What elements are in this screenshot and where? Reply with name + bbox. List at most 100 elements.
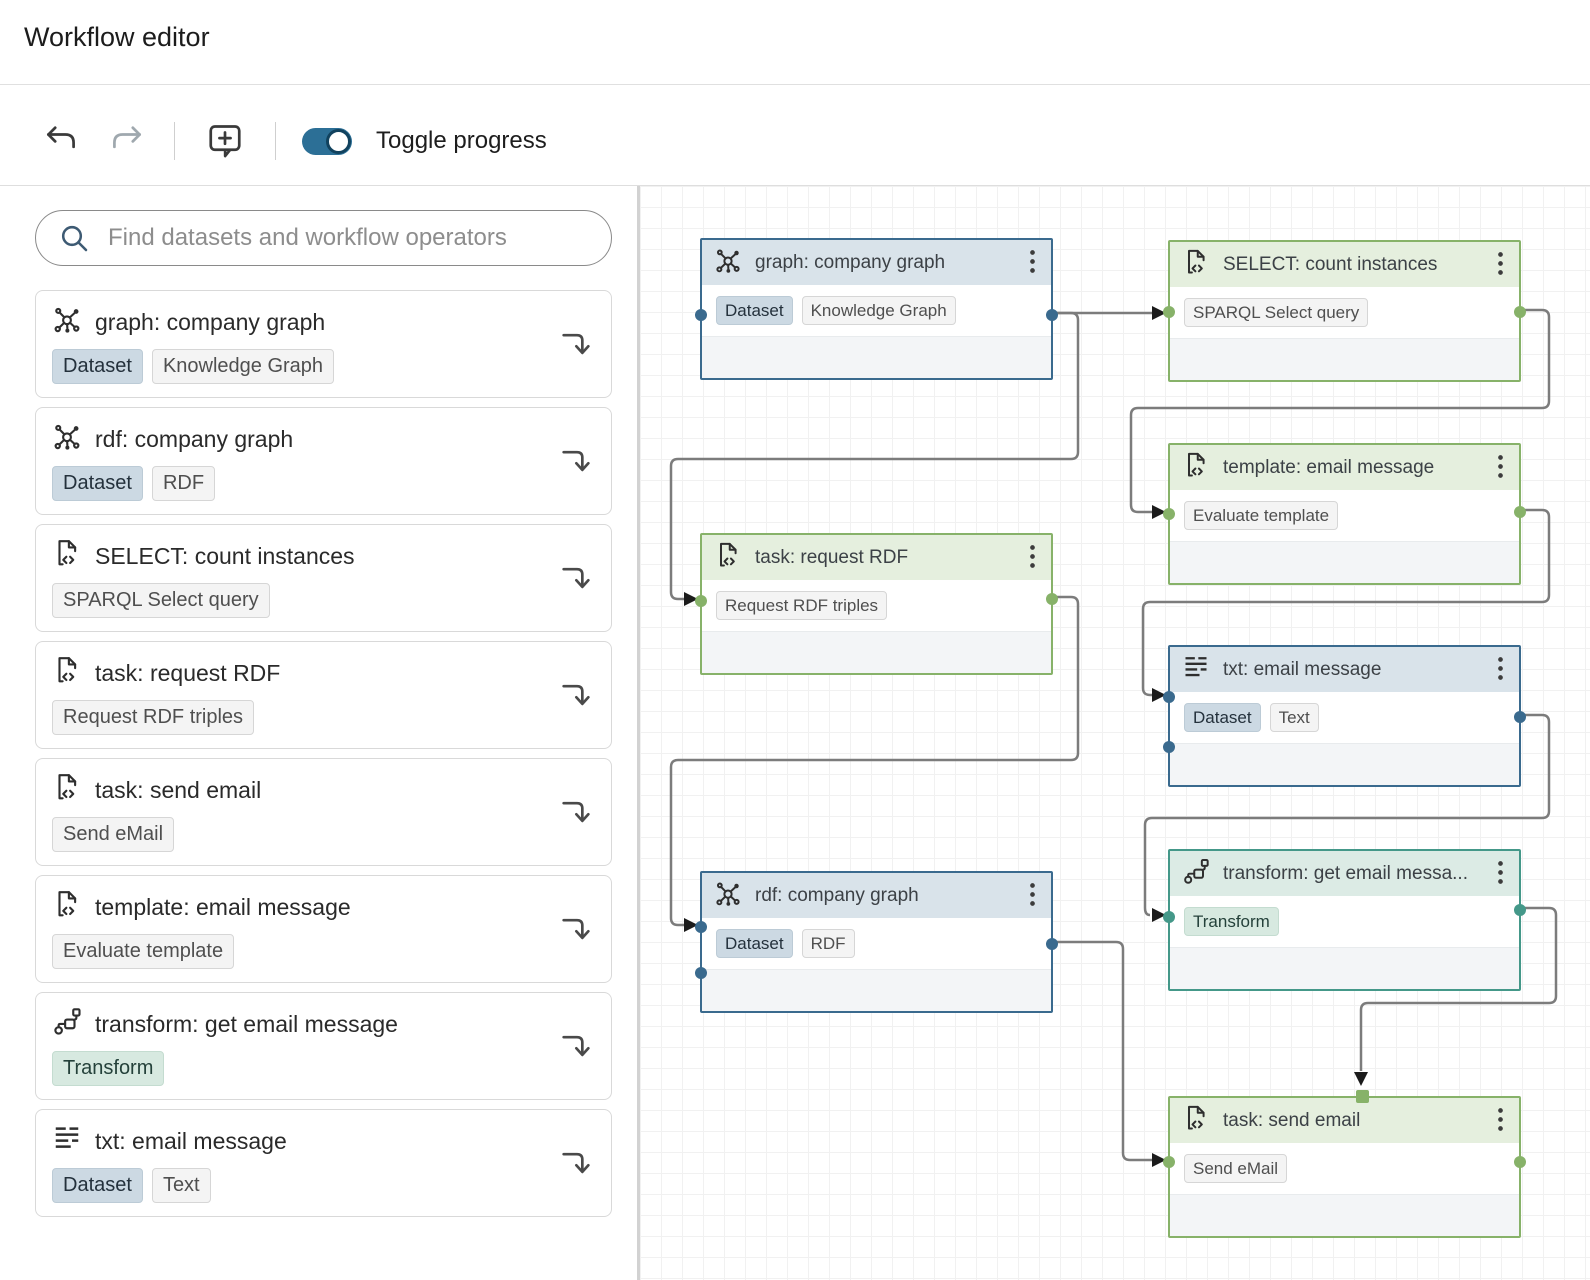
node-menu-button[interactable] [1494, 1104, 1507, 1138]
node-menu-button[interactable] [1494, 857, 1507, 891]
edge-arrowhead [1152, 1153, 1166, 1167]
workflow-node-task_request_rdf[interactable]: task: request RDF Request RDF triples [695, 533, 1058, 675]
input-port[interactable] [695, 595, 707, 607]
workflow-node-task_send_email[interactable]: task: send email Send eMail [1163, 1090, 1526, 1238]
add-to-canvas-button[interactable] [555, 674, 595, 717]
add-to-canvas-button[interactable] [555, 323, 595, 366]
output-port[interactable] [1514, 1156, 1526, 1168]
edge-graph_company_graph-to-task_request_rdf[interactable] [669, 311, 1080, 601]
add-to-canvas-button[interactable] [555, 440, 595, 483]
input-port[interactable] [1163, 691, 1175, 703]
node-tag: Transform [1184, 906, 1279, 937]
node-menu-button[interactable] [1026, 246, 1039, 280]
input-port[interactable] [695, 967, 707, 979]
operator-card[interactable]: transform: get email message Transform [35, 992, 612, 1100]
operator-card[interactable]: template: email message Evaluate templat… [35, 875, 612, 983]
add-to-canvas-button[interactable] [555, 791, 595, 834]
node-menu-button[interactable] [1494, 248, 1507, 282]
operator-card-title: task: request RDF [95, 659, 281, 686]
operator-card-title: graph: company graph [95, 308, 326, 335]
edge-transform_get_email_message-to-task_send_email_top_port[interactable] [1359, 906, 1558, 1071]
operator-card[interactable]: task: request RDF Request RDF triples [35, 641, 612, 749]
output-port[interactable] [1046, 309, 1058, 321]
node-footer [702, 631, 1051, 673]
insert-arrow-icon [559, 1152, 591, 1181]
node-header: graph: company graph [702, 240, 1051, 285]
output-port[interactable] [1046, 938, 1058, 950]
edge-select_count_instances-to-template_email_message[interactable] [1129, 308, 1551, 514]
edge-txt_email_message-to-transform_get_email_message[interactable] [1143, 713, 1551, 917]
node-title: transform: get email messa... [1223, 862, 1468, 884]
node-title: SELECT: count instances [1223, 253, 1438, 275]
operator-card[interactable]: task: send email Send eMail [35, 758, 612, 866]
add-note-button[interactable] [201, 118, 249, 165]
node-menu-button[interactable] [1494, 451, 1507, 485]
node-menu-button[interactable] [1026, 879, 1039, 913]
redo-icon [108, 125, 144, 158]
input-port[interactable] [1163, 508, 1175, 520]
output-port[interactable] [1046, 593, 1058, 605]
search-input[interactable] [106, 216, 591, 260]
undo-icon [44, 125, 80, 158]
workflow-node-template_email_message[interactable]: template: email message Evaluate templat… [1163, 443, 1526, 585]
node-body: Send eMail [1170, 1143, 1519, 1194]
node-body: Transform [1170, 896, 1519, 947]
operator-card-title-row: graph: company graph [52, 304, 541, 340]
edge-task_request_rdf-to-rdf_company_graph[interactable] [669, 595, 1080, 927]
dependency-port[interactable] [1356, 1090, 1369, 1103]
redo-button[interactable] [104, 121, 148, 162]
edge-template_email_message-to-txt_email_message[interactable] [1141, 508, 1551, 697]
output-port[interactable] [1514, 711, 1526, 723]
undo-button[interactable] [40, 121, 84, 162]
node-title: rdf: company graph [755, 884, 919, 906]
workflow-node-select_count_instances[interactable]: SELECT: count instances SPARQL Select qu… [1163, 240, 1526, 382]
add-to-canvas-button[interactable] [555, 557, 595, 600]
file-code-icon [714, 541, 742, 574]
node-tag: Send eMail [1184, 1153, 1288, 1184]
output-port[interactable] [1514, 506, 1526, 518]
input-port[interactable] [695, 921, 707, 933]
node-tag: Evaluate template [1184, 500, 1339, 531]
input-port[interactable] [695, 309, 707, 321]
edge-rdf_company_graph-to-task_send_email[interactable] [1053, 940, 1152, 1162]
output-port[interactable] [1514, 904, 1526, 916]
node-menu-button[interactable] [1494, 653, 1507, 687]
add-to-canvas-button[interactable] [555, 1025, 595, 1068]
node-header: rdf: company graph [702, 873, 1051, 918]
toggle-knob [326, 128, 351, 154]
edge-arrowhead [684, 918, 698, 932]
operator-card-title: rdf: company graph [95, 425, 294, 452]
add-to-canvas-button[interactable] [555, 1142, 595, 1185]
input-port[interactable] [1163, 911, 1175, 923]
toggle-progress-switch[interactable] [302, 127, 352, 155]
insert-arrow-icon [559, 801, 591, 830]
operator-tag: Evaluate template [52, 934, 235, 969]
kebab-icon [1496, 453, 1505, 483]
node-header: template: email message [1170, 445, 1519, 490]
node-header: task: request RDF [702, 535, 1051, 580]
operator-card-title-row: template: email message [52, 889, 541, 925]
search-box [35, 210, 612, 266]
operator-card-title-row: txt: email message [52, 1123, 541, 1159]
workflow-node-transform_get_email_message[interactable]: transform: get email messa... Transform [1163, 849, 1526, 991]
input-port[interactable] [1163, 741, 1175, 753]
node-menu-button[interactable] [1026, 541, 1039, 575]
node-header: task: send email [1170, 1098, 1519, 1143]
operator-tag: Dataset [52, 349, 143, 384]
add-to-canvas-button[interactable] [555, 908, 595, 951]
input-port[interactable] [1163, 306, 1175, 318]
operator-card[interactable]: SELECT: count instances SPARQL Select qu… [35, 524, 612, 632]
output-port[interactable] [1514, 306, 1526, 318]
input-port[interactable] [1163, 1156, 1175, 1168]
insert-arrow-icon [559, 684, 591, 713]
